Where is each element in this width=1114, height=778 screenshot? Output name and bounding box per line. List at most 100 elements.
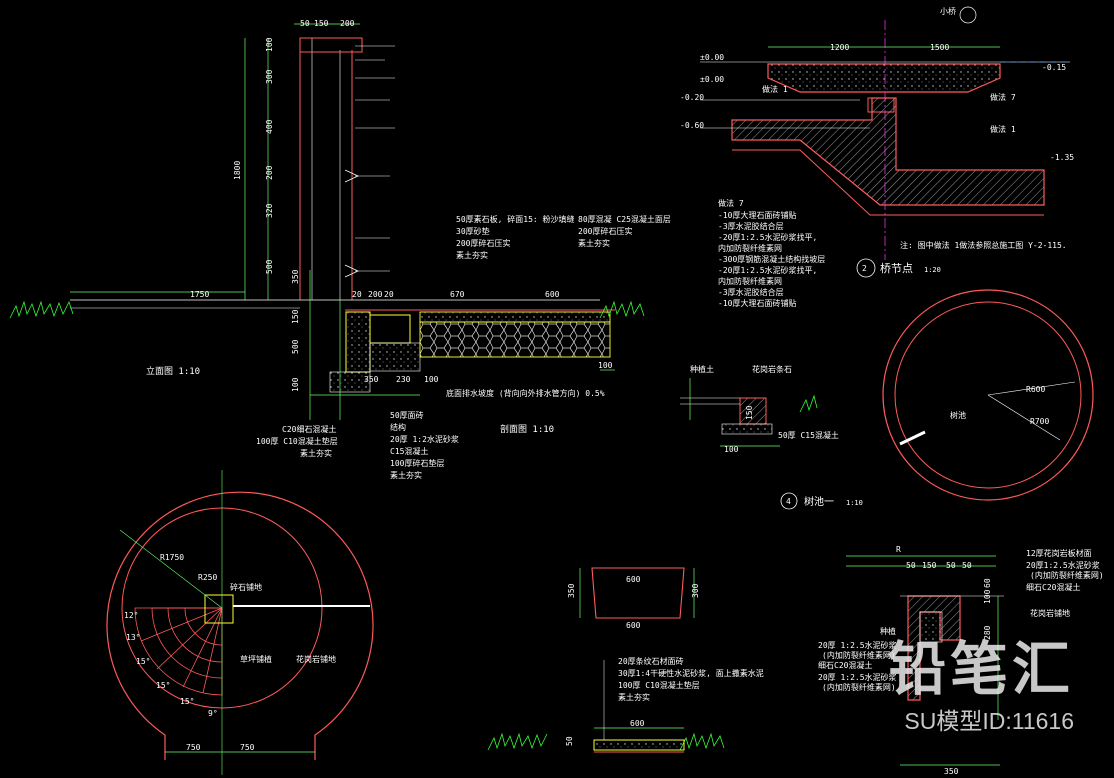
plan-angle-5: 15° xyxy=(180,697,194,706)
dim-v-6: 500 xyxy=(265,259,274,274)
bridge-title: 桥节点 xyxy=(880,262,913,275)
bridge-note-5: -300厚钢筋混凝土结构找坡层 xyxy=(718,254,825,264)
curb-note-1: 12厚花岗岩板材面 xyxy=(1026,548,1092,558)
small-dim-1: 100 xyxy=(724,445,739,454)
plan-note-2: 草坪铺植 xyxy=(240,654,272,664)
dim-sb-3: 100 xyxy=(424,375,439,384)
pave-note-4: 素土夯实 xyxy=(618,692,650,702)
dim-v-total: 1800 xyxy=(233,161,242,180)
note-a-4: 素土夯实 xyxy=(456,250,488,260)
tree-scale: 1:10 xyxy=(846,499,863,507)
dim-top-1: 50 xyxy=(300,19,310,28)
pave-note-3: 100厚 C10混凝土垫层 xyxy=(618,680,700,690)
curb-dim-3: 50 xyxy=(946,561,956,570)
curb-note-3: (内加防裂纤维素网) xyxy=(1030,570,1104,580)
level-5: -0.60 xyxy=(680,121,704,130)
note-d-4: C15混凝土 xyxy=(390,446,428,456)
dim-v-4: 200 xyxy=(265,165,274,180)
curb-note2-4: 20厚 1:2.5水泥砂浆 xyxy=(818,672,897,682)
stone-block-elevation xyxy=(579,567,695,619)
bridge-ref: 做法 7 xyxy=(990,92,1016,102)
note-c-1: C20细石混凝土 xyxy=(282,424,336,434)
dim-sb-1: 350 xyxy=(364,375,379,384)
dim-sb-2: 230 xyxy=(396,375,411,384)
plan-angle-1: 12° xyxy=(124,611,138,620)
pave-dim-2: 50 xyxy=(565,736,574,746)
note-a-3: 200厚碎石压实 xyxy=(456,238,510,248)
note-b-3: 素土夯实 xyxy=(578,238,610,248)
bridge-note-8: -3厚水泥胶结合层 xyxy=(718,287,784,297)
leader-lines xyxy=(355,45,395,272)
bridge-note-9: -10厚大理石面砖铺贴 xyxy=(718,298,796,308)
bridge-note-3: -20厚1:2.5水泥砂浆找平, xyxy=(718,232,817,242)
curb-side-2: 100 xyxy=(983,589,992,604)
level-4: -0.20 xyxy=(680,93,704,102)
plan-dim-1: 750 xyxy=(186,743,201,752)
tree-title: 树池一 xyxy=(804,495,834,508)
curb-side-1: 280 xyxy=(983,625,992,640)
watermark-brand: 铅笔汇 xyxy=(887,635,1074,703)
bridge-num: 2 xyxy=(862,264,867,273)
level-3: -0.15 xyxy=(1042,63,1066,72)
curb-small-section xyxy=(680,378,780,447)
level-6: -1.35 xyxy=(1050,153,1074,162)
watermark: 铅笔汇 SU模型ID:11616 xyxy=(888,640,1074,736)
note-d-6: 素土夯实 xyxy=(390,470,422,480)
block-dim-1: 600 xyxy=(626,575,641,584)
pave-dim-1: 600 xyxy=(630,719,645,728)
dim-ground: 1750 xyxy=(190,290,209,299)
tree-pool-plan xyxy=(780,289,1094,510)
elevation-title: 立面图 1:10 xyxy=(146,365,200,377)
section-title: 剖面图 1:10 xyxy=(500,423,554,435)
paving-strip-section xyxy=(593,660,685,753)
slope-note: 底面排水坡度 (背向向外排水管方向) 0.5% xyxy=(446,388,605,398)
curb-note-2: 20厚1:2.5水泥砂浆 xyxy=(1026,560,1100,570)
dim-v-1: 100 xyxy=(265,37,274,52)
note-c-2: 100厚 C10混凝土垫层 xyxy=(256,436,338,446)
dim-sb-4: 100 xyxy=(598,361,613,370)
bridge-foot: 注: 图中做法 1做法参照总施工图 Y-2-115. xyxy=(900,240,1067,250)
dim-v-5: 320 xyxy=(265,203,274,218)
level-2: ±0.00 xyxy=(700,75,724,84)
bridge-dim-1: 1200 xyxy=(830,43,849,52)
curb-detail-section xyxy=(846,555,1004,766)
note-c-3: 素土夯实 xyxy=(300,448,332,458)
bridge-note-7: 内加防裂纤维素网 xyxy=(718,276,782,286)
tree-inner: 树池 xyxy=(950,410,966,420)
dim-st-5: 600 xyxy=(545,290,560,299)
curb-dim-4: 50 xyxy=(962,561,972,570)
bridge-node-detail xyxy=(700,6,1070,278)
note-a-1: 50厚素石板, 碎面15: 粉沙填缝 xyxy=(456,214,575,224)
dim-sv-1: 350 xyxy=(291,269,300,284)
tree-num: 4 xyxy=(786,497,791,506)
tree-r2: R700 xyxy=(1030,417,1049,426)
bridge-note-6: -20厚1:2.5水泥砂浆找平, xyxy=(718,265,817,275)
plan-note-3: 花岗岩铺地 xyxy=(296,654,336,664)
block-side-2: 300 xyxy=(691,583,700,598)
elevation-view xyxy=(70,23,600,309)
bridge-scale: 1:20 xyxy=(924,266,941,274)
dim-v-2: 300 xyxy=(265,69,274,84)
plan-dim-2: 750 xyxy=(240,743,255,752)
note-b-2: 200厚碎石压实 xyxy=(578,226,632,236)
bridge-tag: 小桥 xyxy=(940,6,956,16)
plan-angle-6: 9° xyxy=(208,709,218,718)
level-1: ±0.00 xyxy=(700,53,724,62)
plan-angle-3: 15° xyxy=(136,657,150,666)
curb-dim-r: R xyxy=(896,545,901,554)
curb-note2-5: (内加防裂纤维素网) xyxy=(822,682,896,692)
bridge-note-title: 做法 7 xyxy=(718,198,744,208)
round-plan-view xyxy=(106,470,374,775)
dim-st-4: 670 xyxy=(450,290,465,299)
small-dim-2: 150 xyxy=(745,405,754,420)
bridge-ref2: 做法 1 xyxy=(990,124,1016,134)
curb-label: 花岗岩铺地 xyxy=(1030,608,1070,618)
block-side-1: 350 xyxy=(567,583,576,598)
note-d-5: 100厚碎石垫层 xyxy=(390,458,444,468)
curb-label2: 种植 xyxy=(880,626,896,636)
dim-v-3: 400 xyxy=(265,119,274,134)
bridge-dim-2: 1500 xyxy=(930,43,949,52)
bridge-note-2: -3厚水泥胶结合层 xyxy=(718,221,784,231)
curb-note2-1: 20厚 1:2.5水泥砂浆 xyxy=(818,640,897,650)
